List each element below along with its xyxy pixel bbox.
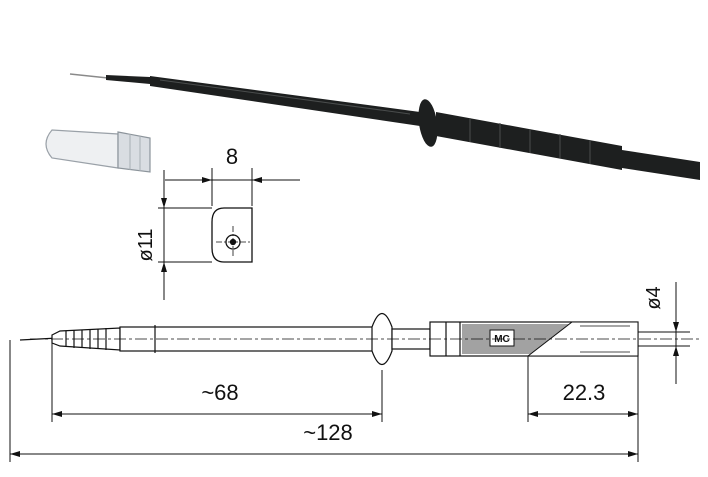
end-view-drawing xyxy=(158,168,300,300)
probe-photo-socket xyxy=(622,150,700,180)
mc-logo-box xyxy=(489,329,515,347)
mc-logo-text: MC xyxy=(494,334,510,345)
probe-photo-tip-cone xyxy=(106,75,150,84)
probe-photo xyxy=(69,73,700,180)
dim-width-8-label: 8 xyxy=(226,144,238,169)
dim-length-68-label: ~68 xyxy=(201,380,238,405)
probe-photo-grip-ribs xyxy=(469,118,591,164)
protective-cap-photo xyxy=(45,129,151,173)
side-view-drawing xyxy=(9,282,700,462)
dim-length-22-3-label: 22.3 xyxy=(563,380,606,405)
probe-photo-shaft xyxy=(150,76,420,126)
probe-photo-needle xyxy=(69,73,109,79)
probe-photo-collar xyxy=(418,99,438,147)
dim-length-128-label: ~128 xyxy=(303,420,353,445)
dim-diameter-11-label: ø11 xyxy=(135,229,157,262)
probe-photo-grip xyxy=(436,112,622,170)
probe-photo-shaft-highlight xyxy=(159,79,411,115)
dim-diameter-4-label: ø4 xyxy=(643,286,665,309)
